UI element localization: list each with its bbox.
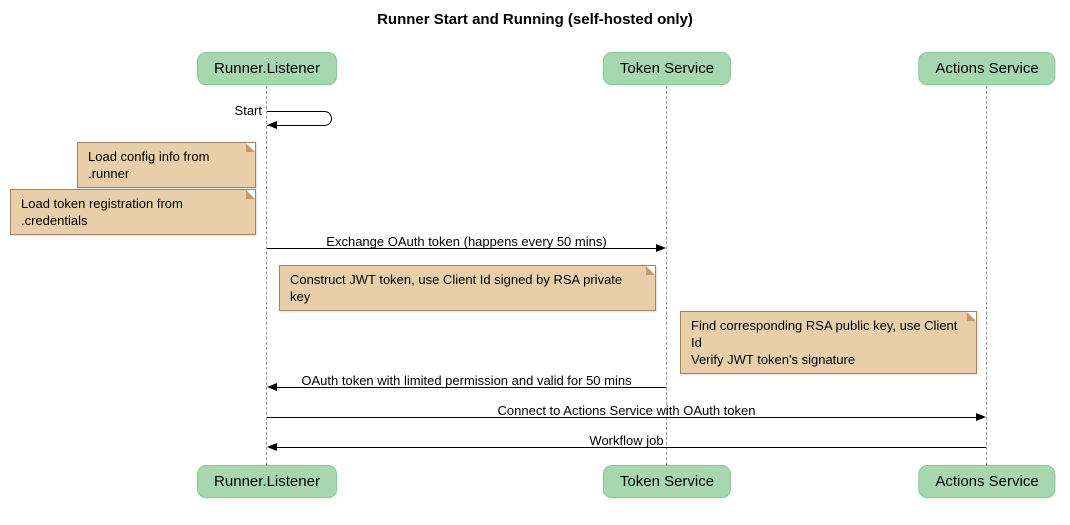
message-oauth-return-arrowhead xyxy=(267,383,277,391)
diagram-title: Runner Start and Running (self-hosted on… xyxy=(377,11,693,28)
message-workflow-label: Workflow job xyxy=(589,433,664,448)
participant-actions-service-bottom: Actions Service xyxy=(918,465,1056,498)
message-exchange-line xyxy=(267,248,657,249)
note-construct-jwt: Construct JWT token, use Client Id signe… xyxy=(279,265,656,311)
lifeline-runner-listener xyxy=(266,86,267,465)
message-connect-arrowhead xyxy=(976,413,986,421)
message-connect-label: Connect to Actions Service with OAuth to… xyxy=(497,403,756,418)
note-load-token-registration: Load token registration from .credential… xyxy=(10,189,256,235)
participant-runner-listener-top: Runner.Listener xyxy=(197,52,337,85)
message-connect-line xyxy=(267,417,977,418)
message-workflow-line xyxy=(277,447,986,448)
note-load-config: Load config info from .runner xyxy=(77,142,256,188)
message-exchange-arrowhead xyxy=(656,244,666,252)
note-verify-jwt: Find corresponding RSA public key, use C… xyxy=(680,311,977,374)
self-message-arrow xyxy=(267,111,332,126)
message-oauth-return-label: OAuth token with limited permission and … xyxy=(301,373,632,388)
participant-token-service-bottom: Token Service xyxy=(602,465,732,498)
participant-runner-listener-bottom: Runner.Listener xyxy=(197,465,337,498)
participant-actions-service-top: Actions Service xyxy=(918,52,1056,85)
lifeline-actions-service xyxy=(986,86,987,465)
participant-token-service-top: Token Service xyxy=(602,52,732,85)
self-message-arrowhead xyxy=(267,121,277,129)
message-exchange-label: Exchange OAuth token (happens every 50 m… xyxy=(326,234,607,249)
lifeline-token-service xyxy=(666,86,667,465)
message-oauth-return-line xyxy=(277,387,666,388)
message-workflow-arrowhead xyxy=(267,443,277,451)
message-start-label: Start xyxy=(234,103,262,118)
